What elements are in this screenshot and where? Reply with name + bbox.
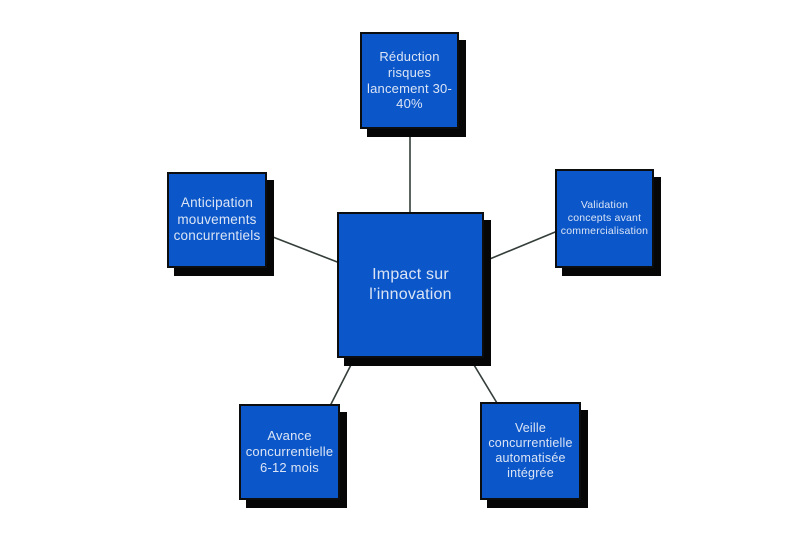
node-avance-concurrentielle-label: Avance concurrentielle 6-12 mois [245,428,334,475]
node-reduction-risques-label: Réduction risques lancement 30- 40% [367,48,452,112]
node-validation-concepts-label: Validation concepts avant commercialisat… [560,199,649,237]
node-veille-concurrentielle-label: Veille concurrentielle automatisée intég… [488,420,573,481]
connector-left [259,231,346,266]
connector-bottom-right [467,354,501,409]
node-impact-innovation-label: Impact sur l’innovation [369,266,452,303]
node-validation-concepts: Validation concepts avant commercialisat… [555,169,654,268]
node-avance-concurrentielle: Avance concurrentielle 6-12 mois [239,404,340,500]
node-reduction-risques: Réduction risques lancement 30- 40% [360,32,459,129]
connector-bottom-left [327,354,357,411]
node-anticipation-mouvements-label: Anticipation mouvements concurrentiels [173,195,261,244]
node-anticipation-mouvements: Anticipation mouvements concurrentiels [167,172,267,268]
node-impact-innovation: Impact sur l’innovation [337,212,484,358]
connector-right [479,229,561,264]
node-veille-concurrentielle: Veille concurrentielle automatisée intég… [480,402,581,500]
